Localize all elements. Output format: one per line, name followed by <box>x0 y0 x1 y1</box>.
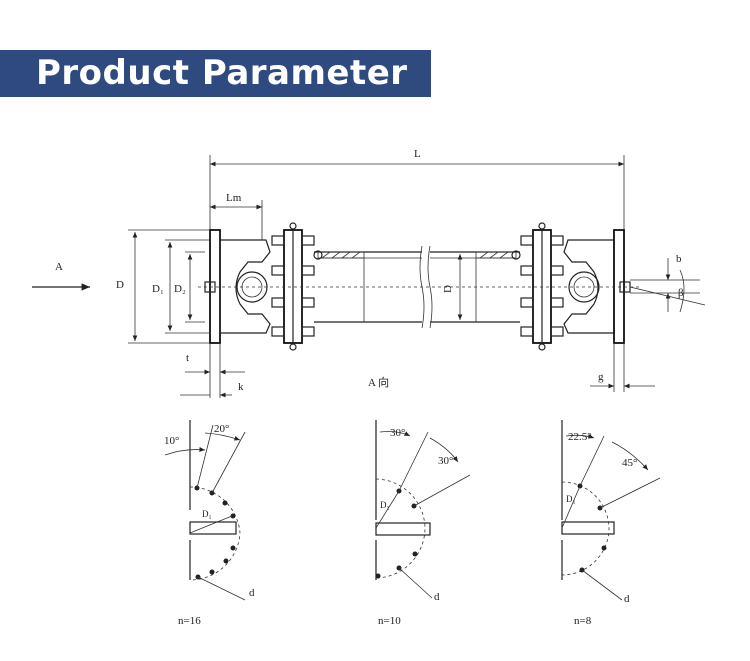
flange1-count: n=16 <box>178 615 201 627</box>
flange2-diameter: D₁ <box>380 500 390 510</box>
flange3-diameter: D₁ <box>566 494 576 504</box>
flange3-angle-1: 22.5° <box>568 431 592 443</box>
right-end-flange <box>613 229 625 344</box>
flange2-count: n=10 <box>378 615 401 627</box>
view-a-marker: A <box>55 261 63 273</box>
flange-view-n10: 30° 30° D₁ d n=10 <box>375 420 471 627</box>
flange1-angle-1: 10° <box>164 435 179 447</box>
k-label: k <box>238 381 244 393</box>
g-label: g <box>598 371 604 383</box>
lm-label: Lm <box>226 192 242 204</box>
shaft-diameter-label: D <box>442 285 454 293</box>
d2-label: D₂ <box>174 283 186 295</box>
shaft-main-view: L Lm <box>32 148 706 398</box>
t-label: t <box>186 352 189 364</box>
b-label: b <box>676 253 682 265</box>
view-a-caption: A 向 <box>368 375 389 389</box>
flange3-count: n=8 <box>574 615 592 627</box>
flange-view-n8: 22.5° 45° D₁ d n=8 <box>561 420 661 627</box>
flange1-angle-2: 20° <box>214 423 229 435</box>
flange3-angle-2: 45° <box>622 457 637 469</box>
flange2-angle-1: 30° <box>390 427 405 439</box>
length-label: L <box>414 148 421 160</box>
outer-diameter-label: D <box>116 279 124 291</box>
flange3-hole: d <box>624 593 630 605</box>
flange2-hole: d <box>434 591 440 603</box>
flange1-hole: d <box>249 587 255 599</box>
d1-label: D₁ <box>152 283 164 295</box>
beta-label: β <box>678 287 684 299</box>
flange1-diameter: D₁ <box>202 509 212 519</box>
flange-view-n16: 10° 20° D₁ d n=16 <box>164 420 255 627</box>
flange2-angle-2: 30° <box>438 455 453 467</box>
section-title: Product Parameter <box>36 53 408 93</box>
section-banner: Product Parameter <box>0 50 431 97</box>
